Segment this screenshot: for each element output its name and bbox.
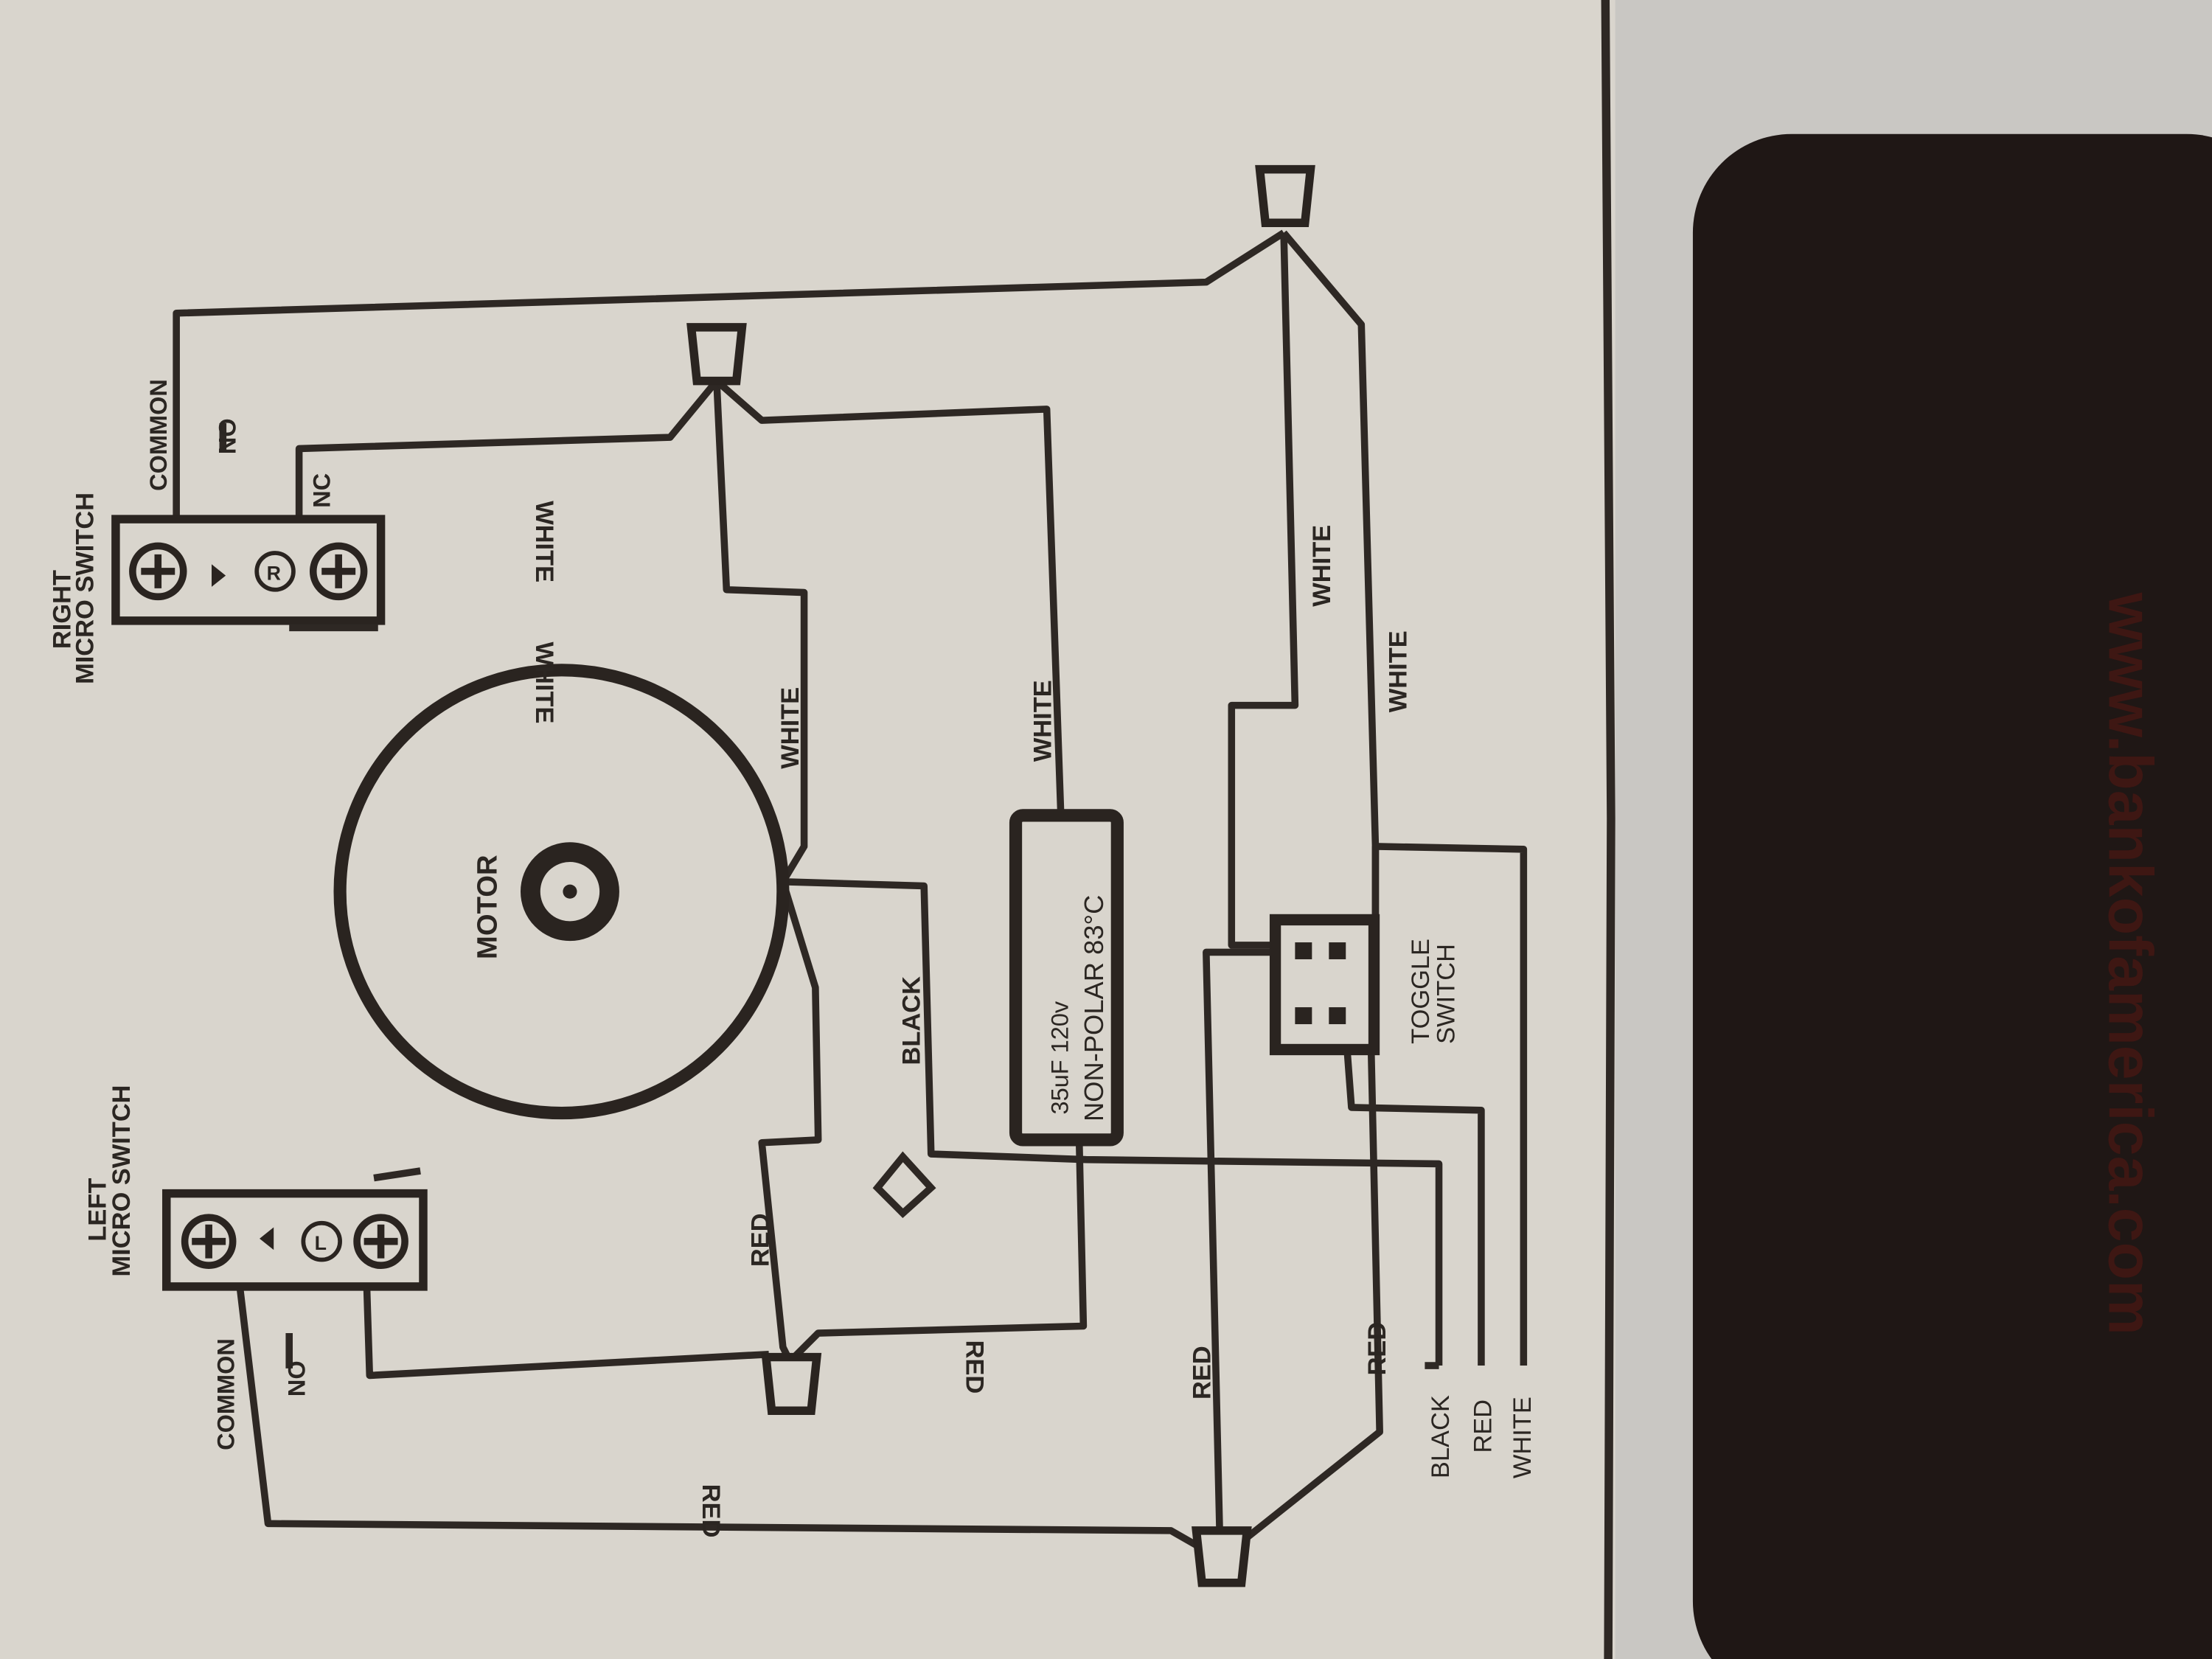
- wire-label: BLACK: [897, 976, 925, 1065]
- wire-label: RED: [1363, 1322, 1391, 1376]
- lead-white-label: WHITE: [1509, 1397, 1537, 1478]
- dark-object-shadow: [1692, 133, 2212, 1659]
- connector-icon: [761, 1352, 822, 1416]
- right-nc-label: NC: [309, 473, 335, 508]
- connector-icon: [686, 323, 747, 386]
- wire-label: WHITE: [530, 501, 558, 582]
- left-micro-switch: L LEFT MICRO SWITCH COMMON NO: [83, 1085, 428, 1450]
- right-common-label: COMMON: [145, 379, 172, 491]
- toggle-switch: TOGGLE SWITCH: [1269, 914, 1461, 1056]
- capacitor-type: NON-POLAR 83°C: [1079, 895, 1109, 1121]
- left-switch-subtitle: MICRO SWITCH: [108, 1085, 136, 1276]
- screw-icon: [181, 1214, 237, 1269]
- lead-red-label: RED: [1469, 1399, 1497, 1453]
- wire-label: WHITE: [776, 687, 804, 769]
- right-switch-subtitle: MICRO SWITCH: [71, 493, 99, 684]
- actuator-icon: [211, 564, 226, 587]
- right-switch-title: RIGHT: [49, 570, 77, 649]
- toggle-label: TOGGLE: [1407, 939, 1435, 1044]
- wire-label: WHITE: [1029, 680, 1057, 762]
- paper-edge: [1601, 0, 1615, 1659]
- actuator-icon: [260, 1227, 274, 1251]
- wire-label: RED: [747, 1213, 775, 1267]
- lead-black-label: BLACK: [1427, 1395, 1455, 1478]
- motor: MOTOR: [333, 664, 790, 1120]
- wire-label: RED: [1189, 1346, 1217, 1399]
- wire-label: WHITE: [530, 642, 558, 724]
- motor-shaft-icon: [520, 842, 619, 942]
- wire-label: RED: [961, 1340, 989, 1394]
- wires: [173, 229, 1528, 1562]
- connector-icon: [1192, 1526, 1252, 1587]
- watermark-text: www.bankofamerica.com: [2096, 592, 2165, 1335]
- screw-icon: [129, 542, 187, 601]
- connector-icon: [1255, 164, 1315, 228]
- right-micro-switch: R RIGHT MICRO SWITCH COMMON NO NC: [49, 379, 386, 684]
- right-no-label: NO: [215, 418, 241, 454]
- toggle-sublabel: SWITCH: [1433, 944, 1461, 1044]
- wire-label: WHITE: [1385, 630, 1413, 712]
- wire-label: WHITE: [1308, 525, 1336, 607]
- motor-label: MOTOR: [471, 855, 503, 959]
- capacitor-rating: 35uF 120v: [1046, 1001, 1073, 1114]
- wire-connectors: [686, 164, 1315, 1587]
- capacitor: 35uF 120v NON-POLAR 83°C: [1009, 809, 1124, 1147]
- wire-labels: WHITE WHITE WHITE WHITE WHITE WHITE BLAC…: [530, 501, 1537, 1537]
- terminal-r-label: R: [267, 562, 281, 584]
- terminal-l-label: L: [315, 1232, 327, 1254]
- left-no-label: NO: [283, 1360, 310, 1397]
- left-switch-title: LEFT: [83, 1178, 111, 1242]
- left-common-label: COMMON: [213, 1338, 240, 1450]
- wire-label: RED: [697, 1484, 725, 1538]
- screw-icon: [309, 542, 368, 601]
- screw-icon: [353, 1214, 408, 1269]
- ground-terminal-icon: [872, 1151, 936, 1218]
